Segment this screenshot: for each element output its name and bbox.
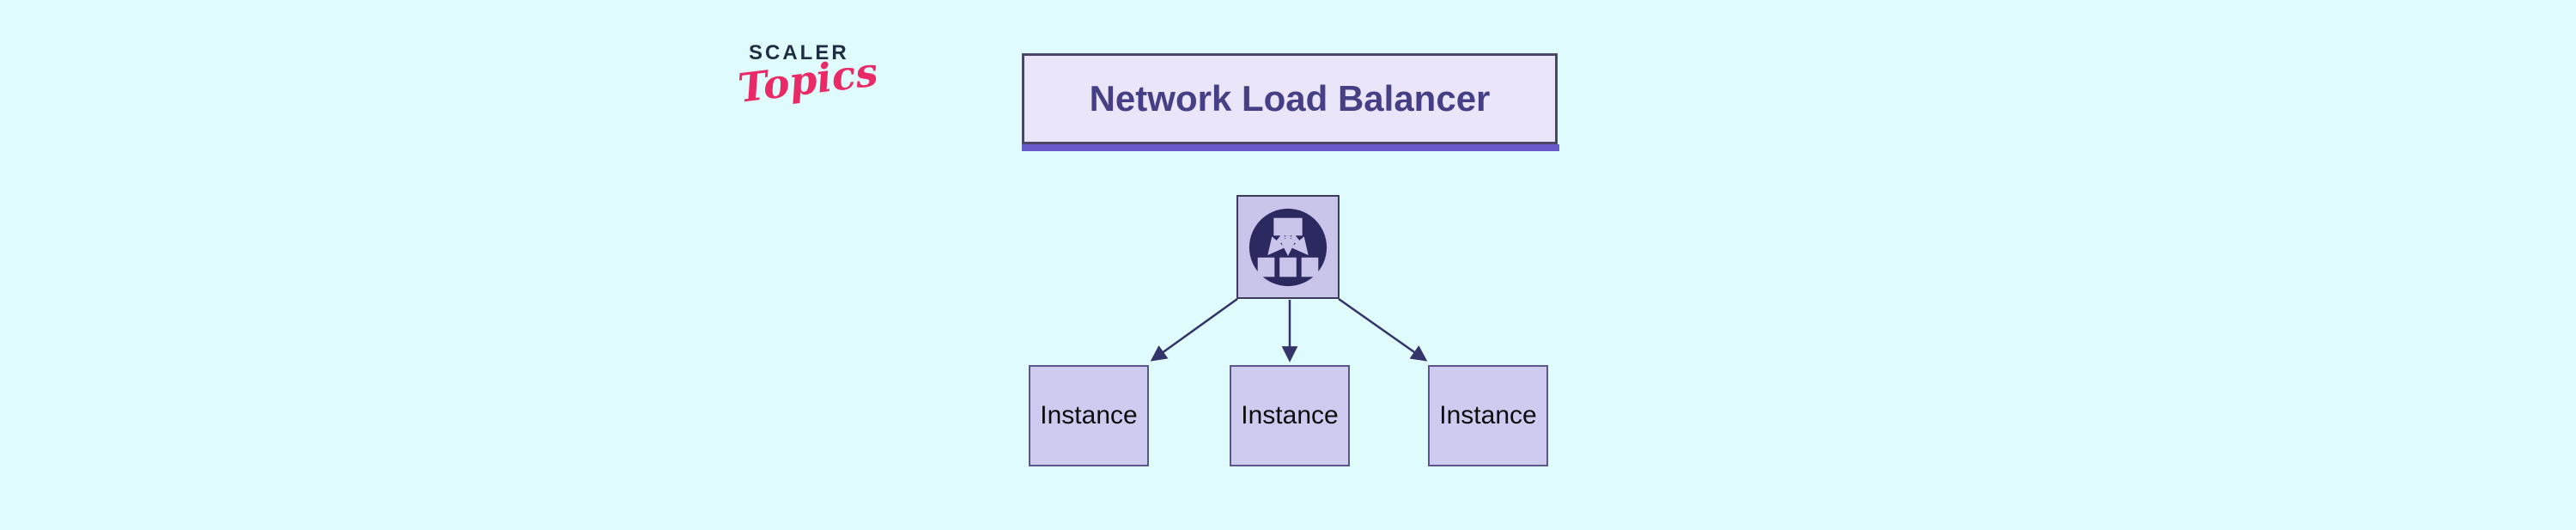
instance-node-2: Instance bbox=[1230, 365, 1350, 466]
instance-label: Instance bbox=[1040, 401, 1138, 429]
instance-node-3: Instance bbox=[1428, 365, 1548, 466]
diagram-title-box: Network Load Balancer bbox=[1022, 53, 1558, 144]
arrow-to-instance-3 bbox=[1338, 297, 1428, 362]
arrow-to-instance-1 bbox=[1150, 297, 1238, 362]
title-underline-bar bbox=[1022, 144, 1559, 151]
scaler-topics-logo: SCALER Topics bbox=[736, 41, 881, 127]
instance-node-1: Instance bbox=[1029, 365, 1149, 466]
instance-label: Instance bbox=[1241, 401, 1339, 429]
diagram-title: Network Load Balancer bbox=[1089, 78, 1491, 119]
logo-brand-text: SCALER bbox=[749, 41, 849, 64]
instance-label: Instance bbox=[1439, 401, 1537, 429]
load-balancer-node bbox=[1236, 195, 1340, 299]
load-balancer-icon bbox=[1246, 205, 1330, 289]
